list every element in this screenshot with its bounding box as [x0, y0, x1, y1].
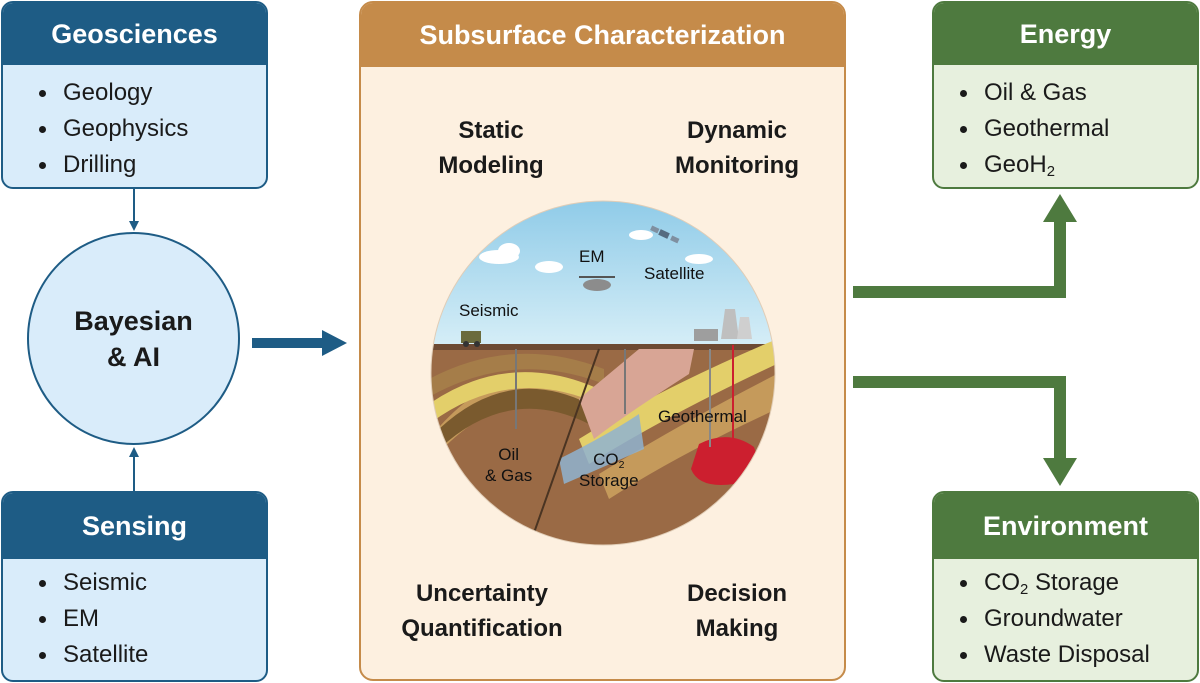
cloud-icon	[479, 230, 713, 273]
list-item: Waste Disposal	[954, 637, 1197, 673]
subsurface-illustration: EM Satellite Seismic Geothermal Oil & Ga…	[429, 199, 777, 547]
energy-list: Oil & Gas Geothermal GeoH2	[934, 65, 1197, 183]
sensing-box: Sensing Seismic EM Satellite	[1, 491, 268, 682]
seismic-truck-icon	[461, 331, 481, 347]
list-item: EM	[33, 601, 266, 637]
seismic-label: Seismic	[459, 301, 519, 320]
list-item: Oil & Gas	[954, 75, 1197, 111]
energy-box: Energy Oil & Gas Geothermal GeoH2	[932, 1, 1199, 189]
helicopter-icon	[579, 276, 615, 291]
energy-title: Energy	[934, 3, 1197, 65]
environment-list: CO2 Storage Groundwater Waste Disposal	[934, 559, 1197, 673]
geosciences-title: Geosciences	[3, 3, 266, 65]
em-label: EM	[579, 247, 605, 266]
geoh2-subscript: 2	[1046, 164, 1055, 181]
list-item: Groundwater	[954, 601, 1197, 637]
co2-storage-label-line2: Storage	[579, 471, 639, 490]
co2-storage-suffix: Storage	[1028, 569, 1120, 596]
co2-subscript: 2	[1020, 582, 1029, 599]
geosciences-box: Geosciences Geology Geophysics Drilling	[1, 1, 268, 189]
satellite-icon	[650, 225, 680, 244]
co2-storage-label-line1: CO2	[579, 449, 639, 470]
uncertainty-quantification-label: Uncertainty Quantification	[401, 580, 563, 642]
list-item: Satellite	[33, 637, 266, 673]
arrow-subsurface-to-energy	[853, 194, 1077, 298]
co2-prefix: CO	[593, 450, 619, 469]
list-item: Drilling	[33, 147, 266, 183]
oil-gas-label-line1: Oil	[498, 445, 520, 464]
co2-prefix: CO	[984, 569, 1020, 596]
sensing-title: Sensing	[3, 493, 266, 559]
subsurface-cross-section-image	[430, 200, 776, 546]
list-item: Geophysics	[33, 111, 266, 147]
sensing-list: Seismic EM Satellite	[3, 559, 266, 673]
oil-gas-label-line2: & Gas	[485, 466, 533, 485]
list-item: GeoH2	[954, 147, 1197, 183]
satellite-label: Satellite	[644, 264, 705, 283]
decision-making-label: Decision Making	[686, 580, 788, 642]
co2-subscript: 2	[618, 458, 625, 471]
power-plant-icon	[694, 309, 752, 341]
environment-box: Environment CO2 Storage Groundwater Wast…	[932, 491, 1199, 682]
subsurface-title: Subsurface Characterization	[361, 3, 844, 67]
dynamic-monitoring-label: Dynamic Monitoring	[675, 117, 799, 179]
list-item: Geothermal	[954, 111, 1197, 147]
co2-storage-label: CO2 Storage	[579, 449, 639, 491]
bayesian-ai-node: Bayesian & AI	[27, 232, 240, 445]
geothermal-label: Geothermal	[658, 407, 747, 426]
static-modeling-label: Static Modeling	[438, 117, 544, 179]
arrow-bayesian-to-subsurface	[252, 330, 347, 356]
geoh2-prefix: GeoH	[984, 151, 1047, 178]
arrow-subsurface-to-environment	[853, 376, 1077, 486]
environment-title: Environment	[934, 493, 1197, 559]
geosciences-list: Geology Geophysics Drilling	[3, 65, 266, 183]
subsurface-characterization-panel: Subsurface Characterization Static Model…	[359, 1, 846, 681]
list-item: CO2 Storage	[954, 565, 1197, 601]
list-item: Geology	[33, 75, 266, 111]
list-item: Seismic	[33, 565, 266, 601]
oil-gas-label: Oil & Gas	[485, 444, 532, 486]
